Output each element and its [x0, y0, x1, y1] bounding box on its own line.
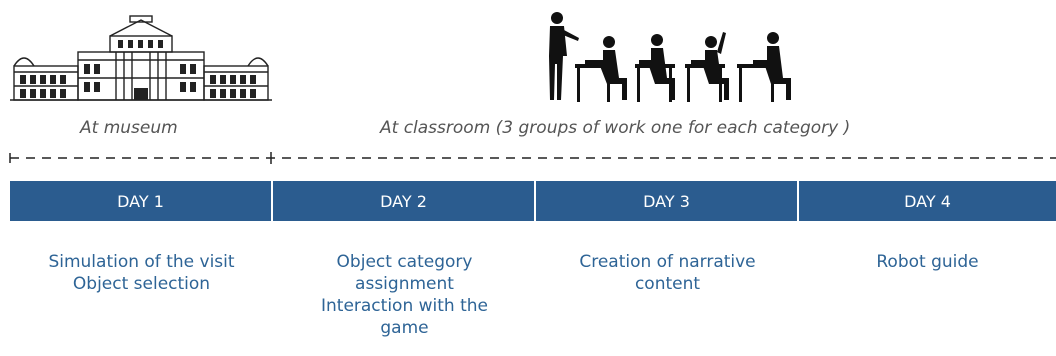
- day-1-description-line: Simulation of the visit: [48, 252, 235, 272]
- location-label-classroom: At classroom (3 groups of work one for e…: [380, 118, 851, 138]
- day-1-header: DAY 1: [10, 181, 273, 221]
- day-3-description-line: content: [634, 274, 701, 294]
- location-label-museum: At museum: [80, 118, 178, 138]
- day-4-description: Robot guide: [799, 251, 1056, 273]
- day-4-header: DAY 4: [904, 191, 951, 211]
- day-1-description: Simulation of the visit Object selection: [10, 251, 273, 295]
- day-2-header: DAY 2: [273, 181, 536, 221]
- day-1-description-line: Object selection: [72, 274, 211, 294]
- classroom-students-teacher-icon: [549, 12, 791, 102]
- museum-building-icon: [10, 15, 272, 101]
- day-3-description: Creation of narrative content: [536, 251, 799, 295]
- day-2-description: Object category assignment Interaction w…: [273, 251, 536, 339]
- day-4-description-line: Robot guide: [876, 252, 979, 272]
- day-3-header: DAY 3: [536, 181, 799, 221]
- day-3-description-line: Creation of narrative: [579, 252, 756, 272]
- days-band: DAY 1 DAY 2 DAY 3 DAY 4: [10, 181, 1056, 221]
- day-2-description-line: Interaction with the: [320, 296, 488, 316]
- day-2-description-line: game: [380, 318, 429, 338]
- day-2-description-line: Object category: [336, 252, 473, 272]
- phase-timeline: [9, 152, 1056, 164]
- day-2-description-line: assignment: [355, 274, 454, 294]
